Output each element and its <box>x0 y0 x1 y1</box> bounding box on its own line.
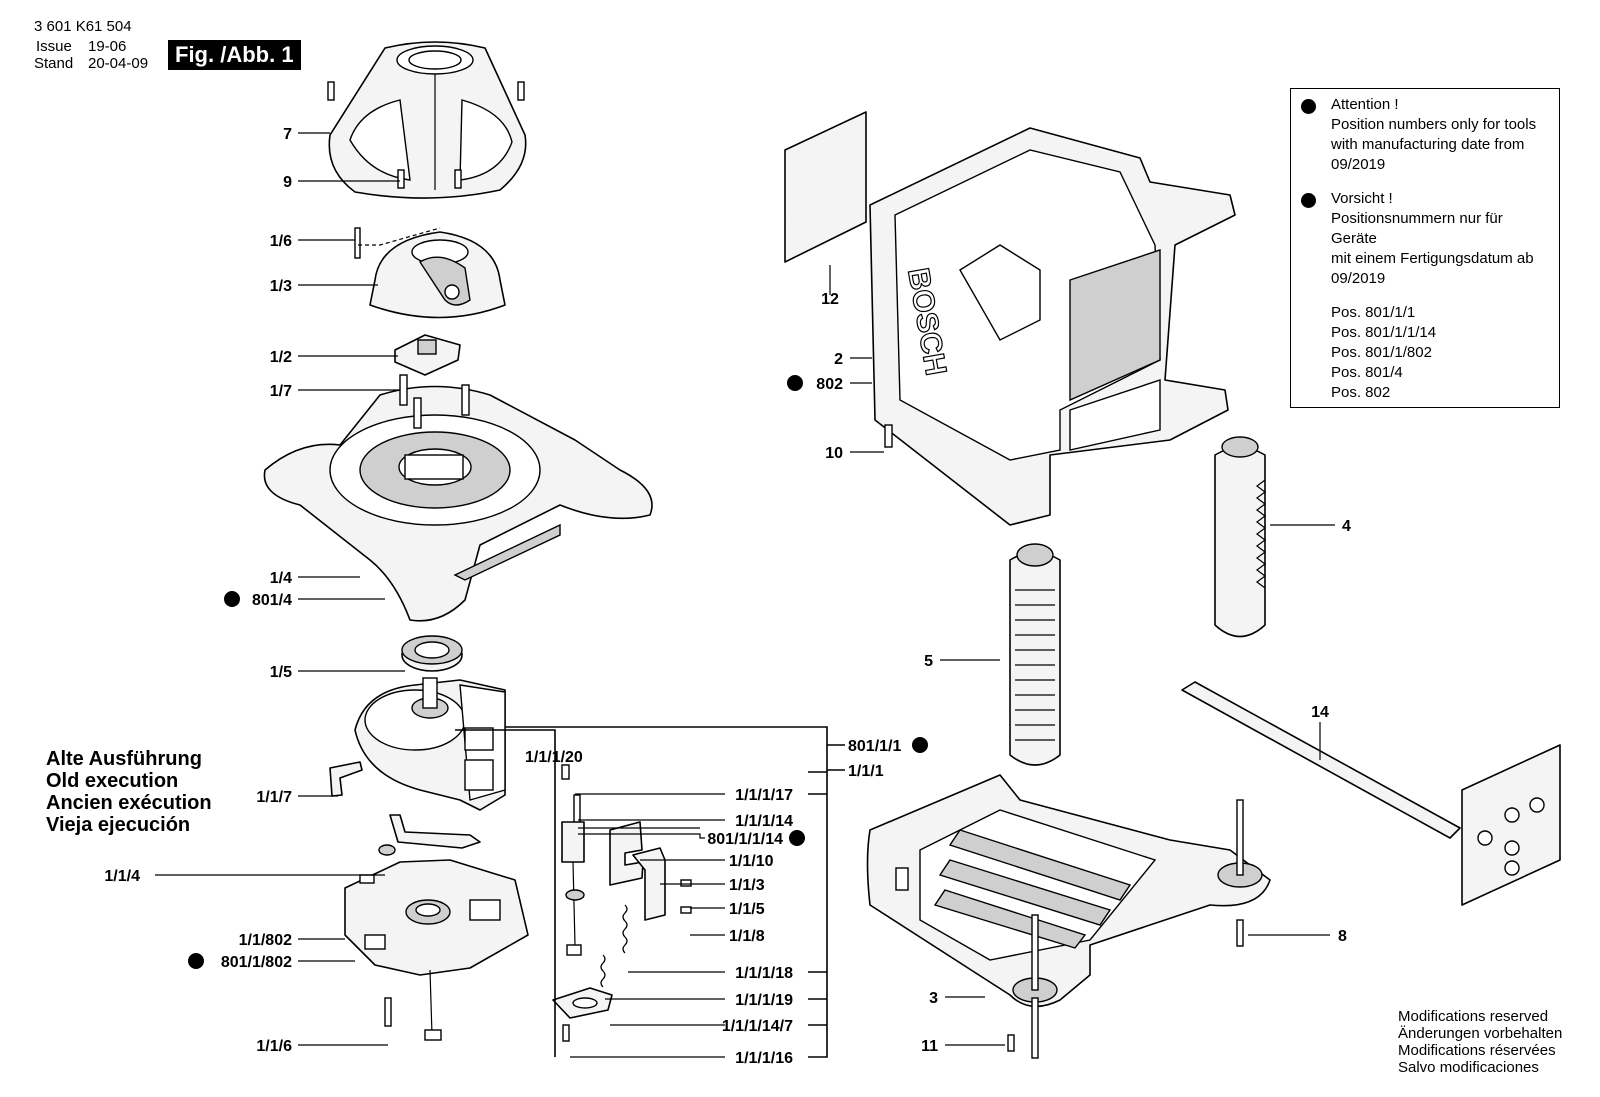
notice-de-line: Positionsnummern nur für Geräte <box>1331 210 1503 247</box>
callout-801-1-1: 801/1/1 <box>848 738 901 755</box>
callout-1-1-1-14: 1/1/1/14 <box>735 813 793 830</box>
callout-801-1-802: 801/1/802 <box>221 954 292 971</box>
notice-position: Pos. 802 <box>1331 384 1391 401</box>
notice-english: Attention ! Position numbers only for to… <box>1299 95 1551 175</box>
notice-de-line: mit einem Fertigungsdatum ab <box>1331 250 1534 267</box>
callout-1-1-802: 1/1/802 <box>239 932 292 949</box>
callout-1-1-4: 1/1/4 <box>104 868 140 885</box>
bullet-dot-icon <box>224 591 240 607</box>
part-number: 3 601 K61 504 <box>34 18 132 35</box>
old-execution-es: Vieja ejecución <box>46 814 191 836</box>
callout-1-1-1-17: 1/1/1/17 <box>735 787 793 804</box>
notice-de-line: 09/2019 <box>1331 270 1386 287</box>
callout-1-7: 1/7 <box>270 383 292 400</box>
callout-1-1-3: 1/1/3 <box>729 877 765 894</box>
callout-10: 10 <box>825 445 843 462</box>
part-12-label-sheet <box>784 111 867 263</box>
notice-position: Pos. 801/1/802 <box>1331 344 1432 361</box>
callout-1-1-1-20: 1/1/1/20 <box>525 749 583 766</box>
part-5-ribbed-cylinder <box>1009 543 1061 766</box>
notice-position: Pos. 801/4 <box>1331 364 1403 381</box>
part-2-housing: BOSCH <box>869 127 1236 526</box>
bullet-dot-icon <box>912 737 928 753</box>
callout-802: 802 <box>816 376 843 393</box>
old-execution-note: Alte Ausführung Old execution Ancien exé… <box>46 748 212 836</box>
notice-position: Pos. 801/1/1 <box>1331 304 1416 321</box>
part-1-3-cap <box>354 227 506 319</box>
old-execution-fr: Ancien exécution <box>46 792 212 814</box>
callout-1-1-5: 1/1/5 <box>729 901 765 918</box>
callout-801-1-1-14: 801/1/1/14 <box>707 831 783 848</box>
attention-notice-box: Attention ! Position numbers only for to… <box>1290 88 1560 408</box>
part-1-2-bracket <box>394 334 461 376</box>
bullet-dot-icon <box>1301 99 1316 114</box>
callout-1-1-1: 1/1/1 <box>848 763 884 780</box>
stand-label: Stand <box>34 55 74 72</box>
modifications-line: Modifications réservées <box>1398 1042 1556 1059</box>
callout-bullets <box>188 375 928 969</box>
callout-4: 4 <box>1342 518 1351 535</box>
part-4-battery-cylinder <box>1214 436 1266 638</box>
old-execution-en: Old execution <box>46 770 179 792</box>
callout-1-1-1-18: 1/1/1/18 <box>735 965 793 982</box>
callout-3: 3 <box>929 990 938 1007</box>
part-1-1-motor-unit <box>329 677 506 856</box>
issue-label: Issue <box>36 38 72 55</box>
callout-8: 8 <box>1338 928 1347 945</box>
callout-1-1-6: 1/1/6 <box>256 1038 292 1055</box>
callout-1-1-1-19: 1/1/1/19 <box>735 992 793 1009</box>
callout-1-1-1-14-7: 1/1/1/14/7 <box>722 1018 793 1035</box>
notice-german: Vorsicht ! Positionsnummern nur für Gerä… <box>1299 189 1551 289</box>
notice-en-title: Attention ! <box>1331 96 1399 113</box>
notice-en-line: Position numbers only for tools <box>1331 116 1537 133</box>
bullet-dot-icon <box>787 375 803 391</box>
callout-11: 11 <box>921 1038 938 1055</box>
modifications-note: Modifications reserved Änderungen vorbeh… <box>1398 1008 1562 1076</box>
notice-de-title: Vorsicht ! <box>1331 190 1393 207</box>
callout-1-3: 1/3 <box>270 278 292 295</box>
part-3-bottom-base <box>866 774 1271 1059</box>
issue-value: 19-06 <box>88 38 127 55</box>
callout-14: 14 <box>1311 704 1329 721</box>
bullet-dot-icon <box>789 830 805 846</box>
notice-en-line: 09/2019 <box>1331 156 1386 173</box>
callout-1-2: 1/2 <box>270 349 292 366</box>
callout-1-6: 1/6 <box>270 233 292 250</box>
stand-value: 20-04-09 <box>88 55 149 72</box>
modifications-line: Modifications reserved <box>1398 1008 1549 1025</box>
modifications-line: Änderungen vorbehalten <box>1398 1025 1563 1042</box>
callout-2: 2 <box>834 351 843 368</box>
callout-9: 9 <box>283 174 292 191</box>
part-1-4-base-plate <box>263 374 653 622</box>
callout-7: 7 <box>283 126 292 143</box>
callout-1-5: 1/5 <box>270 664 292 681</box>
part-1-1-1-small-parts <box>552 764 692 1042</box>
notice-position: Pos. 801/1/1/14 <box>1331 324 1437 341</box>
bullet-dot-icon <box>1301 193 1316 208</box>
callout-labels: 7 9 1/6 1/3 1/2 1/7 1/4 801/4 1/5 1/1/1/… <box>104 126 1351 1067</box>
part-14-flat-cable <box>1181 681 1561 906</box>
leader-lines <box>155 132 1335 1058</box>
modifications-line: Salvo modificaciones <box>1398 1059 1539 1076</box>
callout-801-4: 801/4 <box>252 592 292 609</box>
callout-1-1-1-16: 1/1/1/16 <box>735 1050 793 1067</box>
callout-1-1-8: 1/1/8 <box>729 928 765 945</box>
notice-positions: Pos. 801/1/1 Pos. 801/1/1/14 Pos. 801/1/… <box>1299 303 1551 403</box>
callout-1-4: 1/4 <box>270 570 292 587</box>
callout-12: 12 <box>821 291 839 308</box>
bullet-dot-icon <box>188 953 204 969</box>
part-7-top-cage <box>327 41 527 199</box>
callout-5: 5 <box>924 653 933 670</box>
part-1-5-bearing-ring <box>401 635 463 672</box>
figure-label: Fig. /Abb. 1 <box>168 40 301 70</box>
notice-en-line: with manufacturing date from <box>1331 136 1525 153</box>
part-1-1-802-circuit-board <box>344 859 529 1041</box>
callout-1-1-10: 1/1/10 <box>729 853 774 870</box>
old-execution-de: Alte Ausführung <box>46 748 202 770</box>
callout-1-1-7: 1/1/7 <box>256 789 292 806</box>
